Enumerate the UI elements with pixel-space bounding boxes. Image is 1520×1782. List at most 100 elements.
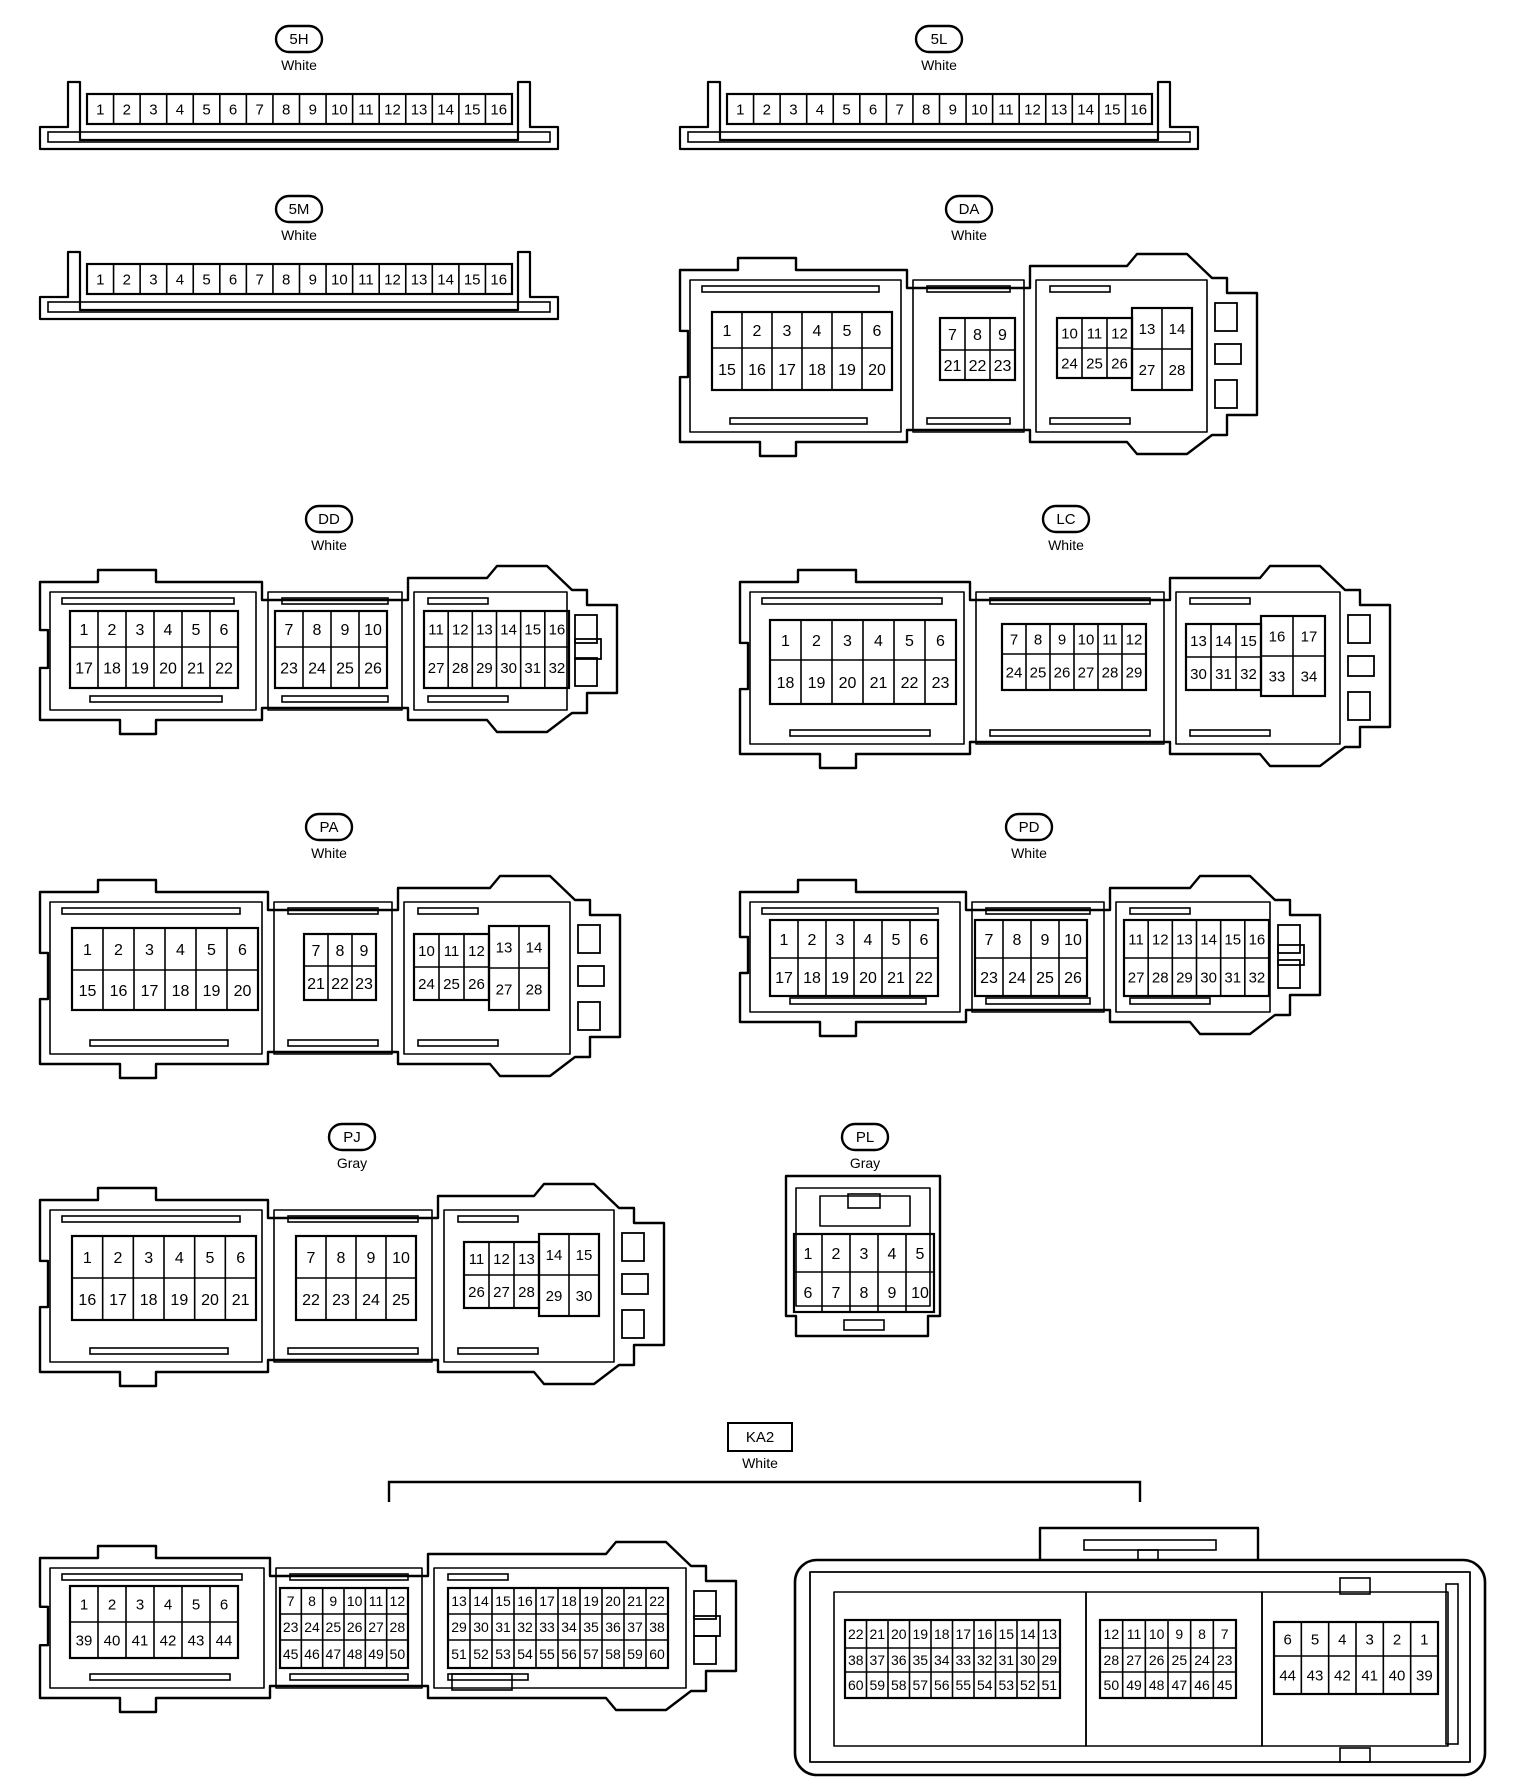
pin-number: 10 [392, 1250, 410, 1267]
housing-outline [38, 564, 619, 736]
housing-outline [38, 1540, 738, 1714]
pin-number: 30 [1190, 666, 1207, 683]
pin-number: 25 [336, 660, 354, 677]
pin-number: 13 [1176, 931, 1193, 948]
pin-number: 28 [526, 981, 543, 998]
pin-number: 4 [176, 271, 184, 288]
latch-slot [789, 997, 927, 1005]
pin-number: 53 [495, 1646, 511, 1662]
latch-box [1214, 343, 1242, 365]
pin-number: 4 [1338, 1631, 1346, 1648]
housing-inner [49, 1209, 263, 1363]
pin-number: 29 [1176, 969, 1193, 986]
pin-number: 14 [473, 1593, 489, 1609]
latch-slot [289, 1673, 409, 1681]
housing-inner [1175, 591, 1341, 745]
pin-number: 29 [546, 1288, 563, 1305]
pin-number: 17 [75, 660, 93, 677]
pin-number: 5 [1311, 1631, 1319, 1648]
housing-outline [738, 874, 1322, 1038]
pin-number: 15 [998, 1626, 1014, 1642]
pin-number: 6 [220, 1596, 228, 1613]
pin-number: 16 [517, 1593, 533, 1609]
pin-number: 4 [813, 323, 822, 340]
latch-slot [701, 285, 880, 293]
housing-inner [1261, 1591, 1449, 1747]
pin-number: 1 [804, 1246, 813, 1263]
pin-number: 38 [649, 1619, 665, 1635]
latch-slot [926, 285, 1011, 293]
housing-line [687, 131, 1191, 143]
pin-number: 6 [936, 633, 945, 650]
pin-number: 12 [1024, 101, 1041, 118]
pin-number: 16 [977, 1626, 993, 1642]
pin-number: 10 [418, 943, 435, 960]
pin-number: 13 [451, 1593, 467, 1609]
pin-number: 21 [944, 358, 962, 375]
housing-inner [403, 901, 571, 1055]
pin-number: 16 [549, 621, 566, 638]
pin-number: 6 [220, 622, 229, 639]
pin-number: 32 [549, 660, 566, 677]
latch-slot [989, 597, 1151, 605]
pin-number: 22 [901, 675, 919, 692]
latch-slot [457, 1215, 519, 1223]
pin-number: 26 [468, 1284, 485, 1301]
pin-number: 18 [140, 1292, 158, 1309]
pin-number: 30 [473, 1619, 489, 1635]
pin-number: 12 [493, 1251, 510, 1268]
pin-number: 18 [803, 970, 821, 987]
pin-number: 10 [1061, 325, 1078, 342]
pin-number: 45 [283, 1646, 299, 1662]
connector-color: White [281, 227, 317, 243]
pin-number: 3 [860, 1246, 869, 1263]
pin-number: 8 [1034, 631, 1042, 648]
housing-inner [1035, 279, 1208, 433]
latch-slot [281, 597, 389, 605]
pin-number: 6 [873, 323, 882, 340]
pin-number: 26 [347, 1619, 363, 1635]
pin-number: 13 [1041, 1626, 1057, 1642]
pin-number: 3 [836, 932, 845, 949]
pin-number: 5 [202, 271, 210, 288]
pin-number: 10 [347, 1593, 363, 1609]
pin-number: 11 [358, 271, 374, 288]
pin-number: 5 [843, 323, 852, 340]
pin-number: 12 [468, 943, 485, 960]
pin-number: 9 [998, 327, 1007, 344]
latch-box [621, 1273, 649, 1295]
pin-number: 14 [526, 939, 543, 956]
pin-number: 24 [1006, 664, 1023, 681]
connector-color: White [1011, 845, 1047, 861]
pin-number: 4 [175, 1250, 184, 1267]
pin-number: 2 [812, 633, 821, 650]
pin-number: 7 [255, 101, 263, 118]
pin-number: 27 [1126, 1652, 1142, 1668]
housing-inner [273, 901, 393, 1055]
pin-number: 16 [1130, 101, 1147, 118]
pin-number: 23 [280, 660, 298, 677]
pin-number: 8 [336, 943, 345, 960]
pin-number: 32 [1249, 969, 1266, 986]
pin-number: 21 [232, 1292, 250, 1309]
pin-number: 28 [452, 660, 469, 677]
pin-number: 41 [1361, 1667, 1378, 1684]
pin-number: 2 [763, 101, 771, 118]
pin-number: 16 [110, 983, 128, 1000]
housing-inner [49, 591, 257, 711]
pin-number: 7 [285, 622, 294, 639]
pin-number: 10 [1078, 631, 1095, 648]
pin-number: 9 [949, 101, 957, 118]
housing-inner [689, 279, 902, 433]
pin-number: 13 [476, 621, 493, 638]
pin-number: 4 [176, 942, 185, 959]
pin-number: 30 [1200, 969, 1217, 986]
pin-number: 7 [1221, 1626, 1229, 1642]
pin-number: 35 [912, 1652, 928, 1668]
pin-number: 26 [1054, 664, 1071, 681]
pin-number: 15 [1104, 101, 1121, 118]
connector-id: LC [1056, 511, 1075, 528]
